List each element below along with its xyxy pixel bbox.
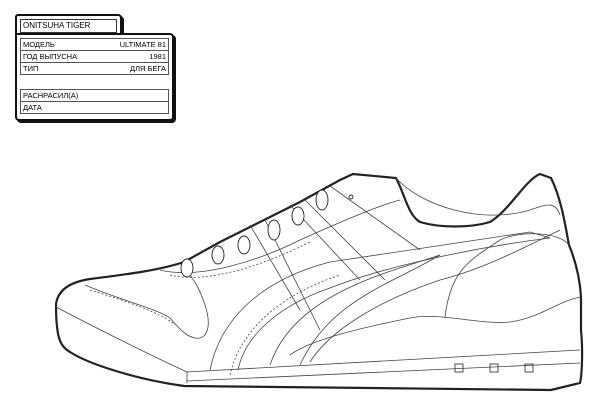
model-label: МОДЕЛЬ [23,40,55,49]
toe-cap [84,267,209,339]
type-row: ТИП ДЛЯ БЕГА [20,62,169,75]
colored-by-label: РАСНРАСИЛ(А) [23,91,79,100]
year-value: 1981 [149,52,166,61]
date-row[interactable]: ДАТА [20,101,169,114]
model-value: ULTIMATE 81 [119,40,166,49]
type-value: ДЛЯ БЕГА [130,64,166,73]
laces [180,189,354,278]
heel-tab [444,233,570,319]
info-card: МОДЕЛЬ ULTIMATE 81 ГОД ВЫПУСНА 1981 ТИП ДЛЯ… [15,33,174,121]
eyestay [159,199,401,273]
collar [395,177,561,216]
stripe-1 [209,231,551,371]
year-label: ГОД ВЫПУСНА [23,52,78,61]
stripe-3 [309,229,561,363]
shoe-outline [54,172,584,392]
sole-squares [454,363,534,373]
stripe-2 [269,254,441,366]
brand-label: ONITSUHA TIGER [20,19,117,33]
sole-line [186,362,581,383]
eyelet-stripes [249,185,421,331]
stitching [89,241,341,376]
heel-counter [289,296,582,356]
midsole-line [55,306,581,373]
type-label: ТИП [23,64,39,73]
date-label: ДАТА [23,103,42,112]
